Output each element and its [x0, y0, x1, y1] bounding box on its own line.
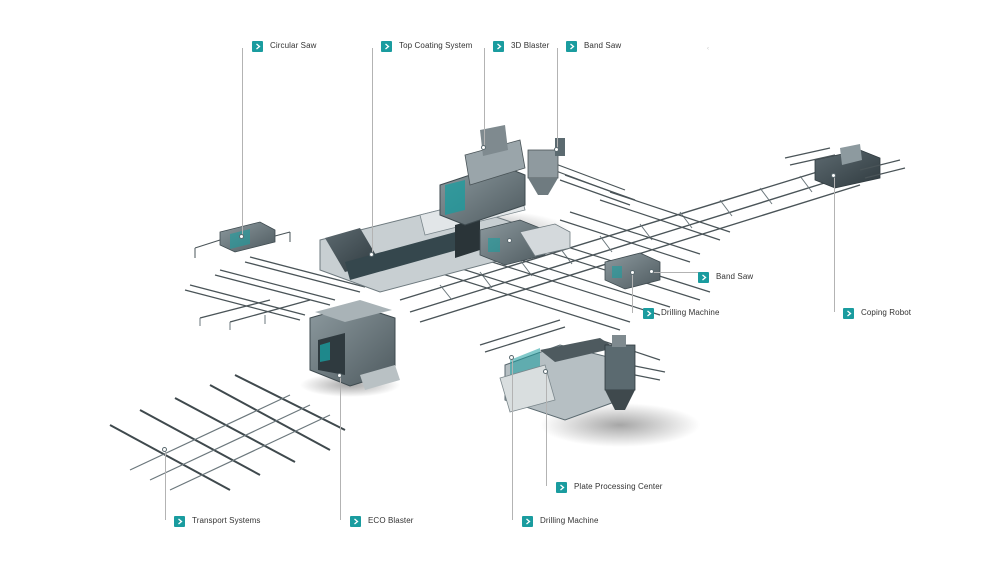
left-upper-roller-tables	[184, 256, 366, 323]
leader-drilling-machine-bottom	[512, 358, 513, 520]
coping-robot-machine	[784, 144, 906, 189]
chevron-right-icon	[381, 40, 392, 52]
chevron-right-icon	[566, 40, 577, 52]
callout-eco-blaster[interactable]: ECO Blaster	[350, 515, 414, 527]
hotspot-transport-systems[interactable]	[162, 447, 167, 452]
3d-blaster-machine	[439, 125, 526, 226]
leader-circular-saw	[242, 48, 243, 236]
callout-top-coating-system[interactable]: Top Coating System	[381, 40, 472, 52]
callout-label: 3D Blaster	[511, 41, 550, 50]
callout-3d-blaster[interactable]: 3D Blaster	[493, 40, 549, 52]
hotspot-3d-blaster[interactable]	[481, 145, 486, 150]
callout-band-saw-top[interactable]: Band Saw	[566, 40, 621, 52]
leader-drilling-machine-mid	[632, 272, 633, 313]
leader-top-coating-system	[372, 48, 373, 254]
top-coating-system-machine	[319, 189, 526, 293]
leader-eco-blaster	[340, 376, 341, 520]
chevron-right-icon	[643, 307, 654, 319]
hotspot-circular-saw[interactable]	[239, 234, 244, 239]
hotspot-top-coating-system[interactable]	[369, 252, 374, 257]
leader-coping-robot	[834, 176, 835, 312]
hotspot-band-saw-top[interactable]	[554, 147, 559, 152]
leader-3d-blaster	[484, 48, 485, 148]
leader-band-saw-mid	[652, 272, 699, 273]
circular-saw-machine	[194, 221, 291, 258]
drilling-machine-mid-machine	[479, 219, 571, 266]
hotspot-eco-blaster[interactable]	[337, 373, 342, 378]
band-saw-top-machine	[527, 138, 565, 195]
hotspot-drilling-machine-mid[interactable]	[630, 270, 635, 275]
chevron-right-icon	[174, 515, 185, 527]
callout-label: Top Coating System	[399, 41, 473, 50]
callout-label: Circular Saw	[270, 41, 317, 50]
bottom-left-roller-tables	[109, 374, 346, 491]
hotspot-coping-robot[interactable]	[831, 173, 836, 178]
hotspot-drilling-machine-bottom[interactable]	[509, 355, 514, 360]
chevron-right-icon	[556, 481, 567, 493]
callout-label: Transport Systems	[192, 516, 261, 525]
chevron-right-icon	[493, 40, 504, 52]
hotspot-plate-processing-center[interactable]	[543, 369, 548, 374]
hotspot-drilling-machine-top[interactable]	[507, 238, 512, 243]
callout-circular-saw[interactable]: Circular Saw	[252, 40, 317, 52]
chevron-right-icon	[252, 40, 263, 52]
callout-label: Coping Robot	[861, 308, 912, 317]
chevron-right-icon	[350, 515, 361, 527]
callout-label: Plate Processing Center	[574, 482, 663, 491]
leader-band-saw-top	[557, 48, 558, 150]
callout-label: Band Saw	[584, 41, 622, 50]
chevron-right-icon	[843, 307, 854, 319]
leader-transport-systems	[165, 450, 166, 520]
leader-plate-processing-center	[546, 372, 547, 486]
callout-label: ECO Blaster	[368, 516, 414, 525]
callout-transport-systems[interactable]: Transport Systems	[174, 515, 261, 527]
callout-label: Band Saw	[716, 272, 754, 281]
chevron-right-icon	[698, 271, 709, 283]
callout-band-saw-mid[interactable]: Band Saw	[698, 271, 753, 283]
hotspot-band-saw-mid[interactable]	[649, 269, 654, 274]
eco-blaster-machine	[309, 300, 400, 390]
stray-mark: ‹	[707, 46, 709, 52]
callout-label: Drilling Machine	[540, 516, 599, 525]
callout-drilling-machine-bottom[interactable]: Drilling Machine	[522, 515, 599, 527]
callout-plate-processing-center[interactable]: Plate Processing Center	[556, 481, 663, 493]
callout-coping-robot[interactable]: Coping Robot	[843, 307, 911, 319]
main-conveyor-crossbars	[439, 175, 813, 301]
chevron-right-icon	[522, 515, 533, 527]
callout-label: Drilling Machine	[661, 308, 720, 317]
callout-drilling-machine-mid[interactable]: Drilling Machine	[643, 307, 720, 319]
plate-processing-center-machine	[499, 335, 636, 421]
